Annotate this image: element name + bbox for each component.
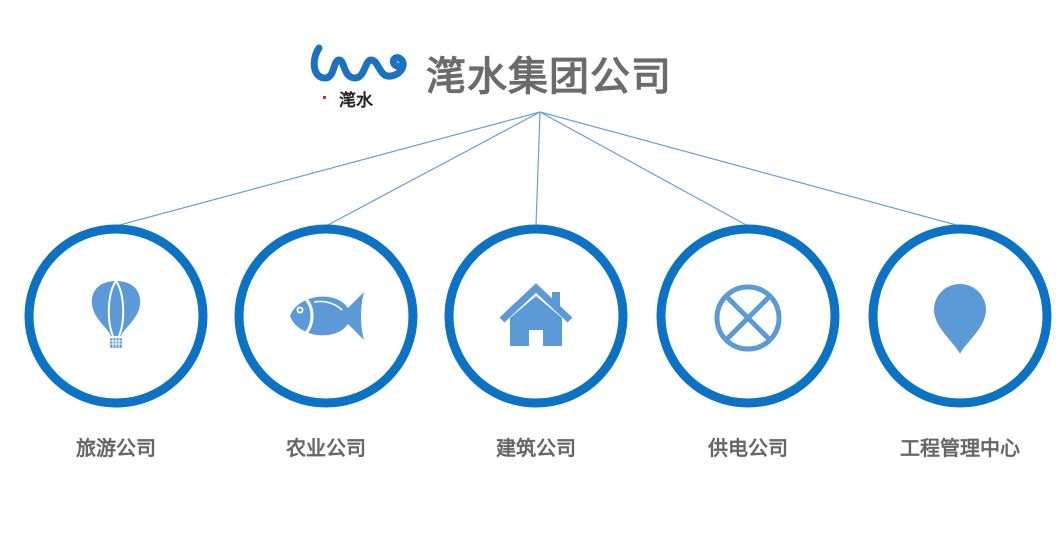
house-icon (499, 283, 573, 346)
node-label-agriculture: 农业公司 (286, 436, 366, 460)
node-label-engineering-management: 工程管理中心 (900, 436, 1020, 460)
map-pin-icon (934, 284, 986, 354)
node-label-construction: 建筑公司 (496, 436, 576, 460)
hot-air-balloon-icon (91, 280, 141, 348)
company-logo: 滗水 (310, 44, 407, 111)
fish-icon (290, 292, 364, 340)
connector-line (325, 111, 541, 227)
node-label-power-supply: 供电公司 (708, 436, 788, 460)
connector-line (539, 111, 749, 227)
logo-text: 滗水 (339, 90, 374, 111)
circle-x-icon (714, 284, 782, 352)
company-title: 滗水集团公司 (426, 54, 672, 100)
logo-wave (310, 44, 407, 82)
connector-line (539, 111, 961, 227)
node-label-tourism: 旅游公司 (76, 436, 156, 460)
connector-line (115, 111, 541, 227)
connector-line (535, 111, 541, 227)
